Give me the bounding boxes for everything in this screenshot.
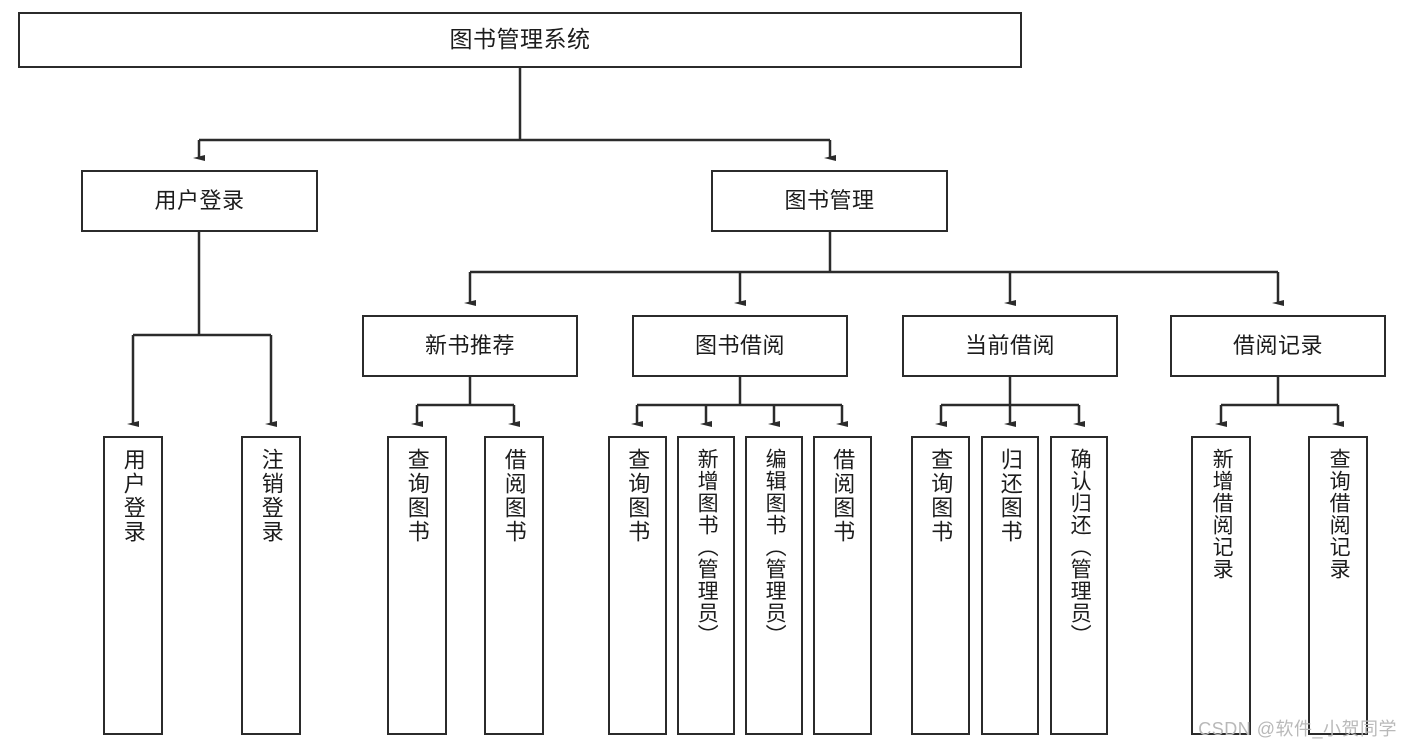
- node-book-borrow[interactable]: 图书借阅: [632, 315, 848, 377]
- leaf-borrow-record-query[interactable]: 查询借阅记录: [1308, 436, 1368, 735]
- node-label: 图书管理系统: [449, 26, 591, 53]
- watermark: CSDN @软件_小贺同学: [1198, 719, 1397, 739]
- leaf-book-borrow-query[interactable]: 查询图书: [608, 436, 667, 735]
- leaf-current-borrow-confirm-return[interactable]: 确认归还（管理员）: [1050, 436, 1108, 735]
- leaf-borrow-record-add[interactable]: 新增借阅记录: [1191, 436, 1251, 735]
- node-label: 确认归还（管理员）: [1068, 448, 1092, 646]
- node-label: 当前借阅: [964, 332, 1055, 358]
- leaf-book-borrow-edit[interactable]: 编辑图书（管理员）: [745, 436, 803, 735]
- leaf-current-borrow-return[interactable]: 归还图书: [981, 436, 1039, 735]
- node-user-login[interactable]: 用户登录: [81, 170, 318, 232]
- node-label: 新增图书（管理员）: [695, 448, 719, 646]
- leaf-current-borrow-query[interactable]: 查询图书: [911, 436, 970, 735]
- node-label: 图书借阅: [694, 332, 785, 358]
- node-label: 归还图书: [997, 448, 1023, 544]
- leaf-user-login-logout[interactable]: 注销登录: [241, 436, 301, 735]
- node-current-borrow[interactable]: 当前借阅: [902, 315, 1118, 377]
- node-new-book-recommend[interactable]: 新书推荐: [362, 315, 578, 377]
- node-book-management[interactable]: 图书管理: [711, 170, 948, 232]
- node-label: 查询图书: [928, 448, 954, 544]
- node-label: 借阅记录: [1232, 332, 1323, 358]
- leaf-new-book-borrow[interactable]: 借阅图书: [484, 436, 544, 735]
- node-label: 注销登录: [258, 448, 284, 544]
- leaf-user-login-login[interactable]: 用户登录: [103, 436, 163, 735]
- node-label: 图书管理: [784, 187, 875, 213]
- leaf-book-borrow-borrow[interactable]: 借阅图书: [813, 436, 872, 735]
- node-label: 查询借阅记录: [1327, 448, 1351, 580]
- node-borrow-record[interactable]: 借阅记录: [1170, 315, 1386, 377]
- node-label: 查询图书: [625, 448, 651, 544]
- leaf-book-borrow-add[interactable]: 新增图书（管理员）: [677, 436, 735, 735]
- node-label: 新书推荐: [424, 332, 515, 358]
- node-label: 新增借阅记录: [1210, 448, 1234, 580]
- node-root-system[interactable]: 图书管理系统: [18, 12, 1022, 68]
- node-label: 编辑图书（管理员）: [763, 448, 787, 646]
- node-label: 用户登录: [154, 187, 245, 213]
- node-label: 借阅图书: [501, 448, 527, 544]
- node-label: 查询图书: [404, 448, 430, 544]
- leaf-new-book-query[interactable]: 查询图书: [387, 436, 447, 735]
- node-label: 用户登录: [120, 448, 146, 544]
- node-label: 借阅图书: [830, 448, 856, 544]
